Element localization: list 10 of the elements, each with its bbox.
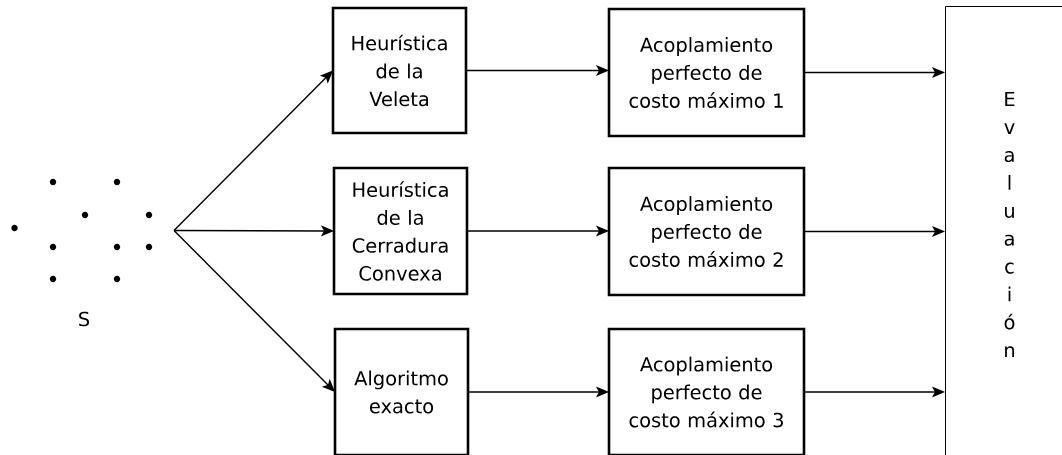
process-box: Heurística de la Cerradura Convexa	[332, 166, 469, 296]
process-box: Algoritmo exacto	[333, 327, 470, 455]
set-label: S	[79, 311, 90, 327]
process-box: Acoplamiento perfecto de costo máximo 2	[607, 166, 806, 297]
arrow	[173, 229, 335, 392]
process-box: Acoplamiento perfecto de costo máximo 3	[607, 327, 806, 455]
process-box: Heurística de la Veleta	[331, 6, 468, 135]
evaluation-box: Evaluación	[945, 6, 1062, 455]
point-set-drawing	[11, 178, 153, 283]
process-box: Acoplamiento perfecto de costo máximo 1	[607, 7, 806, 138]
